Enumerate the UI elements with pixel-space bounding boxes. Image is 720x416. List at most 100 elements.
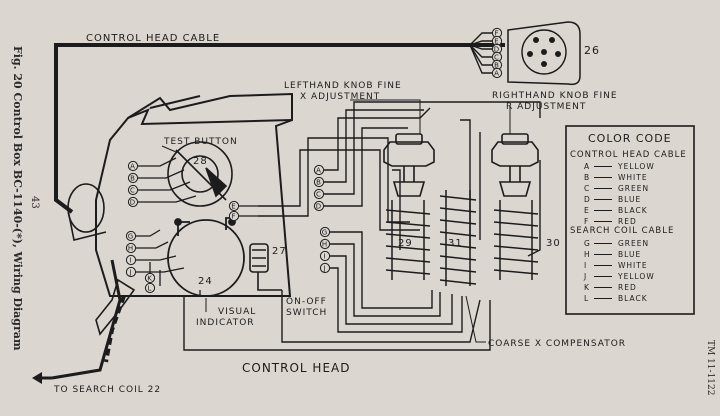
terminal-circle: [125, 242, 137, 254]
test-button-leader: [161, 145, 177, 153]
color-code-color: YELLOW: [617, 272, 655, 281]
righthand-label-1: RIGHTHAND KNOB FINE: [492, 91, 618, 101]
lefthand-leader: [350, 99, 421, 134]
coil-30: [493, 200, 539, 280]
control-head-label: CONTROL HEAD: [242, 361, 350, 375]
terminal-circle: [313, 188, 325, 200]
terminal-circle: [127, 184, 139, 196]
coil-31: [439, 190, 477, 286]
control-head-cable-label: CONTROL HEAD CABLE: [86, 33, 220, 44]
lefthand-label-1: LEFTHAND KNOB FINE: [284, 81, 402, 91]
color-code-letter: D: [584, 195, 591, 204]
coil-right-number: 30: [546, 238, 561, 249]
box-top-right-terminals: EF: [228, 200, 240, 222]
coarse-compensator-label: COARSE X COMPENSATOR: [488, 339, 626, 349]
terminal-circle: [125, 254, 137, 266]
terminal-circle: [144, 272, 156, 284]
terminal-letter: B: [130, 175, 136, 183]
color-code-letter: E: [584, 206, 590, 215]
terminal-letter: H: [322, 241, 328, 249]
visual-indicator: [167, 217, 245, 297]
color-code-letter: L: [584, 294, 589, 303]
color-code-letter: J: [583, 272, 587, 281]
terminal-circle: [313, 164, 325, 176]
terminal-letter: D: [316, 203, 322, 211]
on-off-label-1: ON-OFF: [286, 297, 327, 307]
coil-mid-number: 31: [448, 238, 463, 249]
color-code-color: BLACK: [618, 206, 648, 215]
righthand-label-2: R ADJUSTMENT: [506, 102, 586, 112]
color-code-letter: G: [584, 239, 591, 248]
terminal-circle: [127, 196, 139, 208]
color-code-color: YELLOW: [617, 162, 655, 171]
lefthand-label-2: X ADJUSTMENT: [300, 92, 380, 102]
terminal-letter: G: [128, 233, 134, 241]
lefthand-knob: [383, 133, 435, 197]
cable-grommet: [67, 183, 107, 241]
color-code-letter: C: [584, 184, 590, 193]
terminal-letter: D: [494, 46, 500, 54]
terminal-letter: H: [128, 245, 134, 253]
terminal-circle: [127, 172, 139, 184]
coil-left-number: 29: [398, 238, 413, 249]
terminal-letter: E: [231, 203, 236, 211]
terminal-circle: [491, 67, 503, 79]
terminal-circle: [125, 266, 137, 278]
on-off-label-2: SWITCH: [286, 308, 327, 318]
terminal-letter: J: [128, 269, 132, 277]
terminal-circle: [319, 250, 331, 262]
color-code-color: GREEN: [618, 239, 649, 248]
terminal-circle: [127, 160, 139, 172]
terminal-letter: D: [130, 199, 136, 207]
to-search-coil-label: TO SEARCH COIL 22: [53, 385, 161, 395]
visual-indicator-label-1: VISUAL: [218, 307, 256, 317]
terminal-circle: [228, 210, 240, 222]
indicator-number: 24: [198, 276, 213, 287]
box-bottom-terminals: KL: [144, 272, 156, 294]
terminal-circle: [319, 226, 331, 238]
test-button-label: TEST BUTTON: [163, 137, 238, 147]
terminal-circle: [125, 230, 137, 242]
connector-26: [507, 21, 581, 86]
terminal-letter: B: [494, 62, 500, 70]
terminal-letter: J: [322, 265, 326, 273]
terminal-letter: A: [130, 163, 136, 171]
search-coil-cable: [32, 259, 136, 384]
terminal-letter: A: [316, 167, 322, 175]
color-code-box: [565, 125, 695, 315]
terminal-letter: G: [322, 229, 328, 237]
terminal-letter: C: [316, 191, 322, 199]
color-code-letter: K: [584, 283, 590, 292]
terminal-letter: C: [130, 187, 136, 195]
terminal-letter: I: [323, 253, 326, 261]
figure-caption: Fig. 20 Control Box BC-1140-(*), Wiring …: [11, 46, 24, 351]
righthand-knob: [491, 133, 539, 197]
color-code-color: BLUE: [618, 195, 641, 204]
terminal-circle: [313, 200, 325, 212]
terminal-letter: K: [147, 275, 153, 283]
color-code-letter: A: [584, 162, 590, 171]
color-code-letter: H: [584, 250, 591, 259]
color-code-letter: F: [584, 217, 589, 226]
switch-number: 27: [272, 246, 287, 257]
coil-29: [385, 200, 431, 280]
terminal-letter: F: [231, 213, 236, 221]
color-code-color: BLACK: [618, 294, 648, 303]
terminal-letter: A: [494, 70, 500, 78]
terminal-circle: [313, 176, 325, 188]
terminal-circle: [319, 238, 331, 250]
color-code-search-title: SEARCH COIL CABLE: [570, 226, 674, 236]
color-code-letter: B: [584, 173, 590, 182]
terminal-circle: [319, 262, 331, 274]
test-button-assembly: [167, 141, 233, 207]
harness-wires: [183, 101, 541, 351]
